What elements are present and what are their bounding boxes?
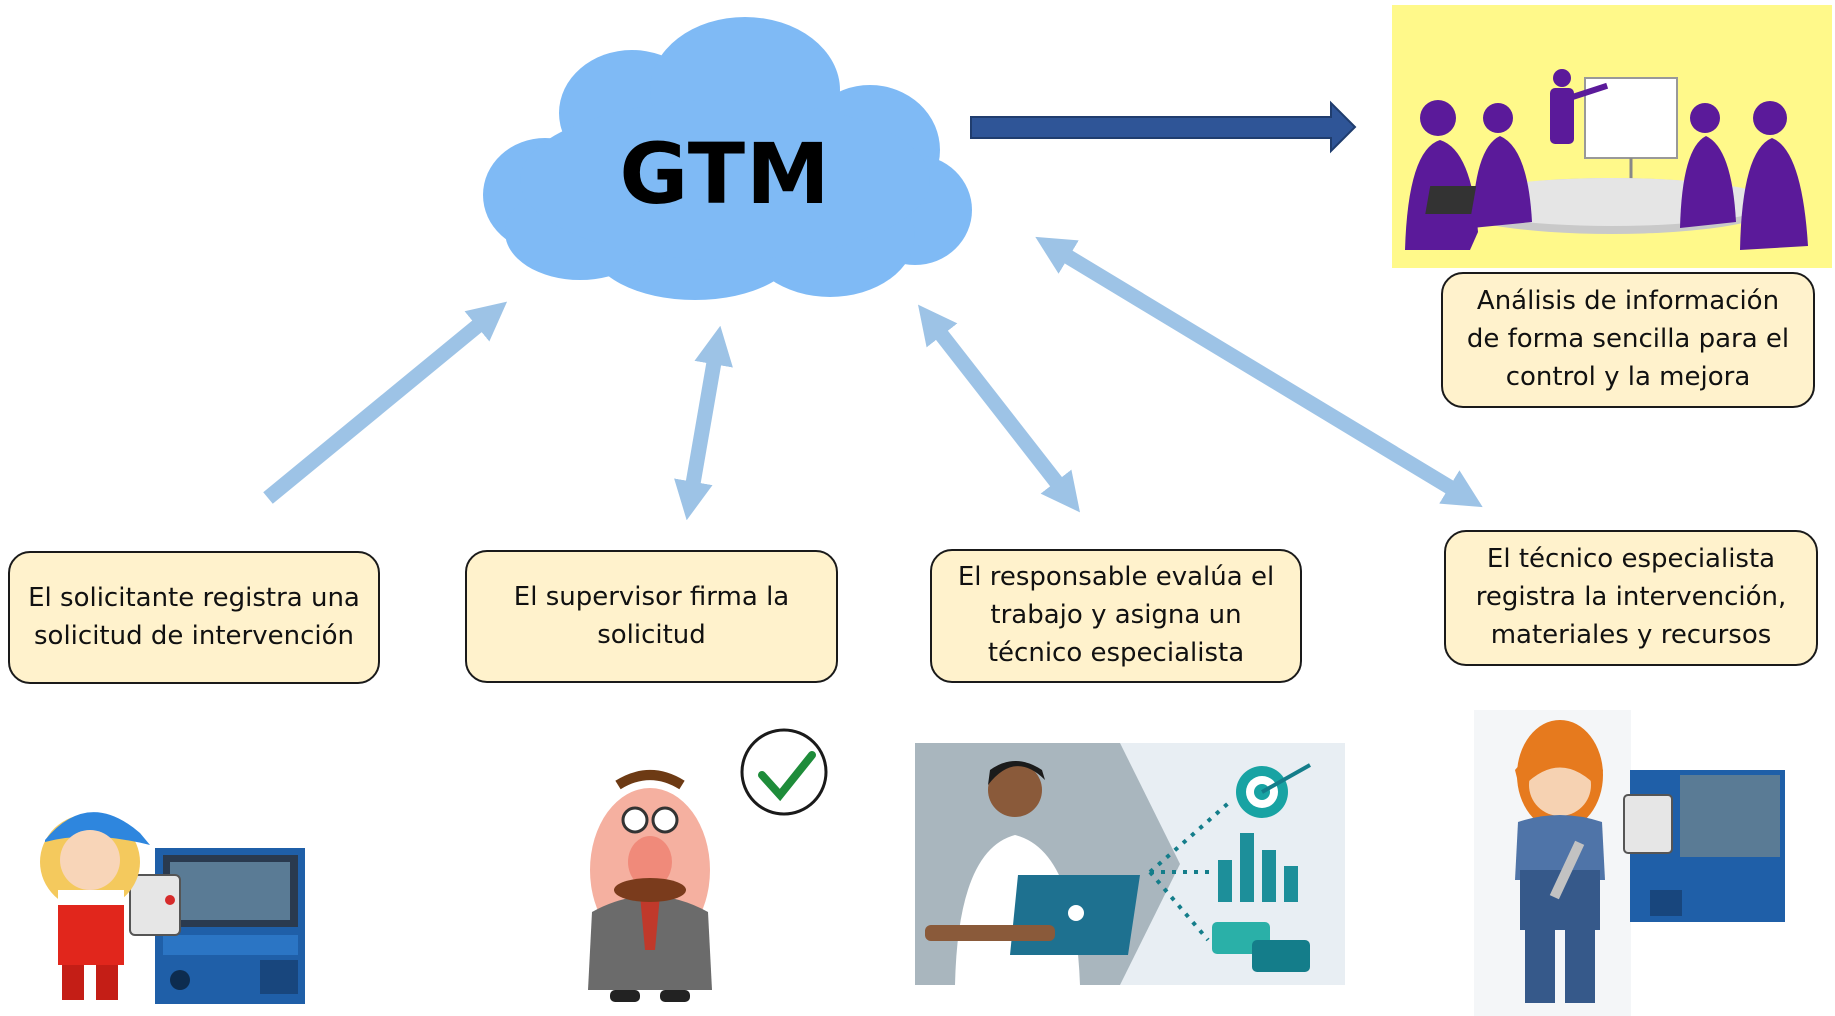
step-box-tecnico: El técnico especialista registra la inte… [1444, 530, 1818, 666]
connector-arrows [263, 236, 1483, 521]
gtm-label: GTM [619, 125, 831, 223]
arrow-supervisor-gtm [674, 325, 733, 521]
technician-woman-with-wrench-icon [1474, 710, 1785, 1016]
step-text-supervisor: El supervisor firma la solicitud [513, 581, 790, 650]
arrow-responsable-gtm [918, 304, 1080, 513]
step-box-responsable: El responsable evalúa el trabajo y asign… [930, 549, 1302, 683]
step-text-solicitante: El solicitante registra una solicitud de… [28, 582, 360, 651]
arrow-solicitante-to-gtm [263, 301, 508, 504]
analysis-box: Análisis de información de forma sencill… [1441, 272, 1815, 408]
step-box-solicitante: El solicitante registra una solicitud de… [8, 551, 380, 684]
arrow-tecnico-gtm [1035, 236, 1483, 508]
step-text-tecnico: El técnico especialista registra la inte… [1475, 544, 1787, 650]
business-meeting-presentation-icon [1392, 5, 1832, 268]
step-box-supervisor: El supervisor firma la solicitud [465, 550, 838, 683]
analyst-laptop-dashboard-icon [915, 743, 1345, 985]
step-text-responsable: El responsable evalúa el trabajo y asign… [957, 562, 1275, 668]
gtm-cloud [483, 17, 972, 300]
analysis-text: Análisis de información de forma sencill… [1466, 286, 1790, 392]
operator-woman-at-machine-icon [40, 812, 305, 1004]
arrow-gtm-to-analysis [970, 100, 1357, 154]
supervisor-man-with-check-icon [588, 728, 828, 1002]
